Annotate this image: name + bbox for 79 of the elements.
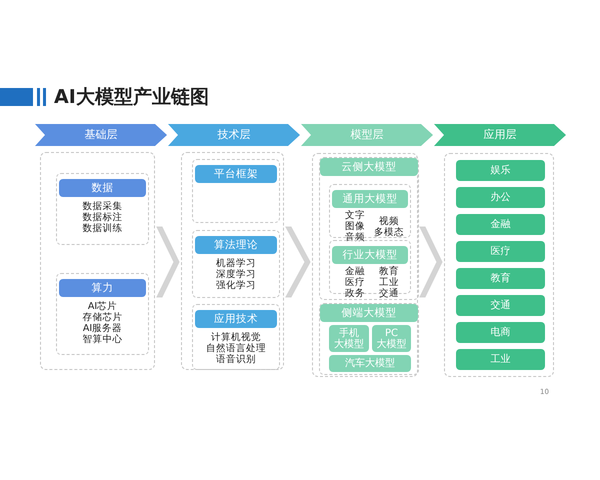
item-box	[456, 187, 545, 208]
chevron-arrow	[419, 226, 443, 298]
item-text: 计算机视觉	[210, 332, 262, 343]
item-box	[456, 295, 545, 316]
category-header: 应用技术	[195, 310, 277, 328]
item-text: 图像	[344, 221, 366, 232]
group-box	[319, 157, 419, 300]
item-text: 数据采集	[82, 201, 124, 212]
item-text: 强化学习	[215, 280, 257, 291]
item-text: 金融	[344, 266, 366, 277]
item-label: 大模型	[333, 338, 365, 350]
category-header: 平台框架	[195, 165, 277, 183]
item-text: 医疗	[344, 277, 366, 288]
item-text: 工业	[378, 277, 400, 288]
item-text: 机器学习	[215, 258, 257, 269]
item-text: 存储芯片	[82, 312, 124, 323]
item-label: 交通	[490, 300, 512, 311]
category-header: 行业大模型	[332, 246, 408, 264]
chevron-arrow	[156, 226, 180, 298]
category-header: 算力	[59, 279, 146, 297]
item-text: 政务	[344, 288, 366, 299]
item-label: 手机	[339, 328, 359, 338]
item-box	[372, 325, 411, 352]
item-text: AI芯片	[86, 301, 118, 312]
item-text: 视频	[378, 216, 400, 226]
item-label: 工业	[490, 354, 512, 365]
item-text: 数据训练	[82, 223, 124, 234]
item-box	[329, 355, 411, 372]
item-label: 医疗	[490, 246, 512, 257]
item-label: PC	[384, 328, 399, 338]
item-box	[456, 214, 545, 235]
layer-banner	[168, 124, 300, 146]
category-box	[192, 230, 280, 298]
item-label: 大模型	[376, 338, 408, 350]
item-text: 交通	[378, 288, 400, 299]
item-text: 自然语言处理	[205, 343, 267, 354]
item-label: 教育	[490, 273, 512, 284]
category-header: 侧端大模型	[320, 304, 418, 322]
item-box	[456, 322, 545, 343]
item-text: 数据标注	[82, 212, 124, 223]
layer-banner	[434, 124, 566, 146]
column-box	[444, 153, 554, 377]
layer-banner	[35, 124, 167, 146]
layer-label: 模型层	[350, 129, 384, 141]
item-text: 多模态	[373, 226, 405, 238]
item-text: 智算中心	[82, 334, 124, 345]
category-header: 算法理论	[195, 236, 277, 254]
column-box	[312, 153, 418, 377]
layer-label: 基础层	[84, 129, 118, 141]
column-box	[40, 152, 155, 370]
group-box	[319, 303, 419, 375]
item-label: 汽车大模型	[344, 358, 396, 369]
layer-label: 应用层	[482, 129, 518, 141]
item-text: 深度学习	[215, 269, 257, 280]
chevron-arrow	[285, 226, 311, 298]
category-header: 通用大模型	[332, 190, 408, 208]
item-label: 金融	[490, 219, 512, 230]
layer-banner	[301, 124, 433, 146]
item-label: 电商	[490, 327, 512, 338]
item-box	[456, 241, 545, 262]
item-box	[456, 349, 545, 370]
column-box	[181, 152, 284, 370]
category-header: 云侧大模型	[320, 158, 418, 176]
category-header: 数据	[59, 179, 146, 197]
category-box	[56, 273, 149, 355]
item-text: 教育	[378, 266, 400, 277]
category-box	[56, 173, 149, 245]
item-text: AI服务器	[82, 323, 124, 334]
item-text: 文字	[344, 210, 366, 221]
category-box	[192, 304, 280, 370]
item-box	[329, 325, 369, 352]
title: AI大模型产业链图	[54, 85, 209, 109]
item-box	[456, 268, 545, 289]
item-label: 娱乐	[490, 165, 512, 176]
item-box	[456, 160, 545, 181]
item-label: 办公	[490, 192, 512, 203]
item-text: 语音识别	[215, 354, 257, 365]
category-box	[192, 159, 280, 223]
layer-label: 技术层	[216, 129, 252, 141]
